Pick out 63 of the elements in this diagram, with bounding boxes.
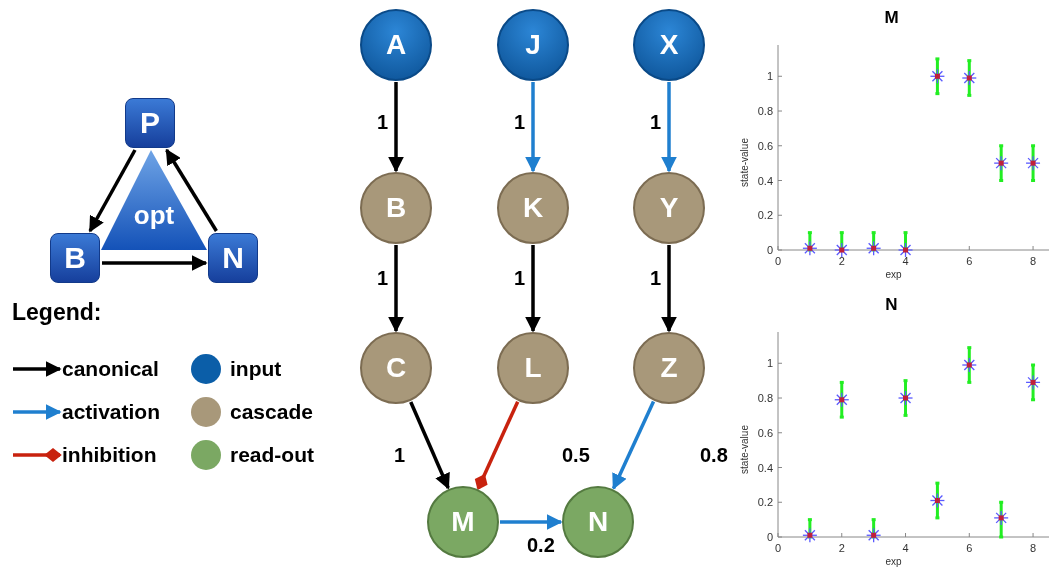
- tick-label: 0: [766, 244, 773, 256]
- tick-label: 2: [838, 255, 845, 267]
- arrow: [88, 149, 137, 233]
- legend-label: canonical: [62, 357, 159, 381]
- legend-heading: Legend:: [12, 300, 102, 324]
- axis-label: state-value: [739, 425, 750, 474]
- cascade-node: C: [360, 332, 432, 404]
- chart-title: M: [884, 8, 899, 27]
- cascade-node: Y: [633, 172, 705, 244]
- tick-label: 0.4: [757, 174, 773, 187]
- chart-title: N: [885, 295, 898, 314]
- arrow: [661, 245, 677, 333]
- legend-label: input: [230, 357, 282, 381]
- square-node: P: [125, 98, 175, 148]
- tick-label: 0.2: [757, 496, 773, 509]
- inhibition-connector: [474, 400, 520, 490]
- tick-label: 1: [766, 357, 773, 370]
- legend-label: inhibition: [62, 443, 157, 467]
- tick-label: 2: [838, 542, 845, 554]
- square-node: B: [50, 233, 100, 283]
- cascade-node: K: [497, 172, 569, 244]
- arrow: [409, 401, 450, 490]
- arrow: [165, 148, 218, 232]
- tick-label: 8: [1030, 255, 1037, 267]
- cascade-node: Z: [633, 332, 705, 404]
- square-node: N: [208, 233, 258, 283]
- tick-label: 0.6: [757, 139, 773, 152]
- tick-label: 0: [774, 542, 782, 554]
- tick-label: 1: [766, 70, 773, 83]
- arrow: [388, 82, 404, 173]
- arrow: [102, 255, 208, 271]
- tick-label: 0.4: [757, 461, 773, 474]
- input-node: X: [633, 9, 705, 81]
- read-out-node: N: [562, 486, 634, 558]
- arrow: [611, 400, 656, 490]
- input-node: A: [360, 9, 432, 81]
- tick-label: 0: [766, 531, 773, 543]
- arrow: [661, 82, 677, 173]
- tick-label: 0: [774, 255, 782, 267]
- arrow: [500, 514, 563, 530]
- axis-label: state-value: [739, 138, 750, 187]
- tick-label: 8: [1030, 542, 1037, 554]
- tick-label: 0.8: [757, 392, 773, 404]
- tick-label: 0.6: [757, 426, 773, 439]
- tick-label: 0.8: [757, 105, 773, 117]
- legend-label: cascade: [230, 400, 313, 424]
- arrow: [388, 245, 404, 333]
- tick-label: 6: [966, 255, 973, 267]
- cascade-node: L: [497, 332, 569, 404]
- tick-label: 0.2: [757, 209, 773, 222]
- legend-label: activation: [62, 400, 161, 424]
- legend-label: read-out: [230, 443, 314, 467]
- arrow: [525, 82, 541, 173]
- tick-label: 4: [902, 255, 909, 267]
- axis-label: exp: [885, 556, 902, 567]
- tick-label: 4: [902, 542, 909, 554]
- axis-label: exp: [885, 269, 902, 280]
- read-out-node: M: [427, 486, 499, 558]
- cascade-node: B: [360, 172, 432, 244]
- input-node: J: [497, 9, 569, 81]
- arrow: [525, 245, 541, 333]
- tick-label: 6: [966, 542, 973, 554]
- triangle-node: opt: [101, 150, 207, 250]
